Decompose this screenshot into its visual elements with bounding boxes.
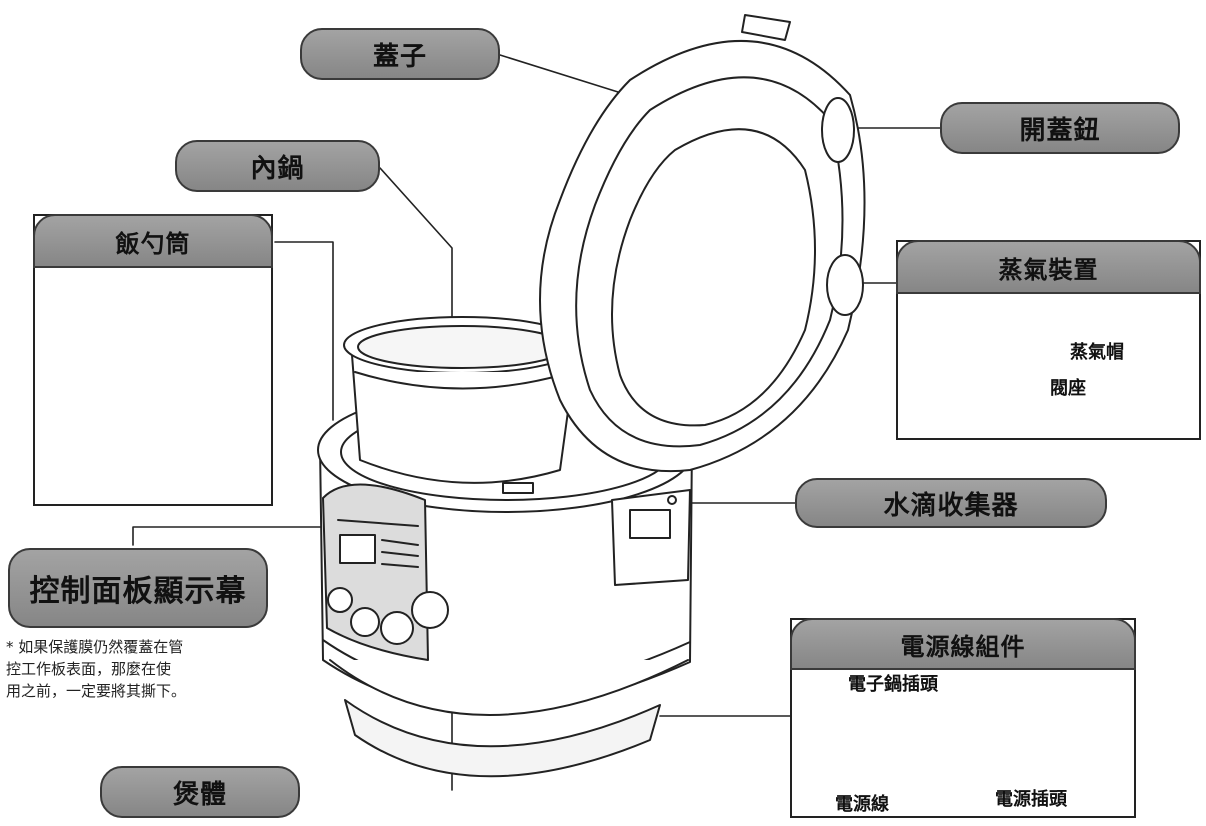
label-steam-cap: 蒸氣帽 <box>1070 342 1124 363</box>
power-cord-callout: 電源線組件 <box>790 618 1136 818</box>
label-valve-seat: 閥座 <box>1050 378 1086 399</box>
spatula-holder-title: 飯勺筒 <box>115 229 191 258</box>
label-inner-pot: 內鍋 <box>175 140 380 192</box>
label-power-plug: 電源插頭 <box>995 789 1067 810</box>
label-cooker-plug: 電子鍋插頭 <box>848 674 938 695</box>
label-lid-button: 開蓋鈕 <box>940 102 1180 154</box>
label-power-cord: 電源線 <box>835 794 889 815</box>
steam-device-title: 蒸氣裝置 <box>998 255 1099 284</box>
label-lid: 蓋子 <box>300 28 500 80</box>
power-cord-title: 電源線組件 <box>900 632 1026 661</box>
spatula-holder-header: 飯勺筒 <box>33 214 273 268</box>
inner-pot-drawing <box>343 316 581 484</box>
label-lid-text: 蓋子 <box>372 41 427 72</box>
label-control-panel: 控制面板顯示幕 <box>8 548 268 628</box>
leader-lines <box>132 54 941 791</box>
steam-device-callout: 蒸氣裝置 <box>896 240 1201 440</box>
label-body: 煲體 <box>100 766 300 818</box>
steam-device-header: 蒸氣裝置 <box>896 240 1201 294</box>
label-control-panel-text: 控制面板顯示幕 <box>29 574 247 609</box>
label-body-text: 煲體 <box>172 779 227 810</box>
lid-drawing <box>539 14 866 473</box>
label-lid-button-text: 開蓋鈕 <box>1019 115 1101 146</box>
label-inner-pot-text: 內鍋 <box>250 153 305 184</box>
power-cord-header: 電源線組件 <box>790 618 1136 670</box>
spatula-holder-callout: 飯勺筒 <box>33 214 273 506</box>
label-water-collector-text: 水滴收集器 <box>883 490 1019 521</box>
label-water-collector: 水滴收集器 <box>795 478 1107 528</box>
protective-film-note: * 如果保護膜仍然覆蓋在管 控工作板表面，那麼在使 用之前，一定要將其撕下。 <box>6 638 187 700</box>
